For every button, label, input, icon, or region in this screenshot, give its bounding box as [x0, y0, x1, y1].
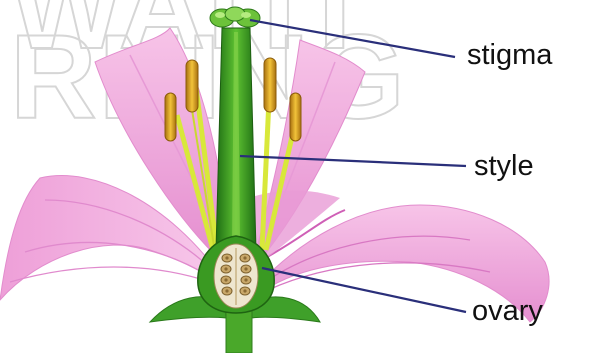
label-ovary: ovary [472, 295, 543, 327]
anther [264, 58, 276, 112]
label-stigma: stigma [467, 39, 553, 71]
anther [290, 93, 301, 141]
anther [186, 60, 198, 112]
anther [165, 93, 176, 141]
leader-line-style [240, 156, 466, 166]
label-style: style [474, 150, 534, 182]
